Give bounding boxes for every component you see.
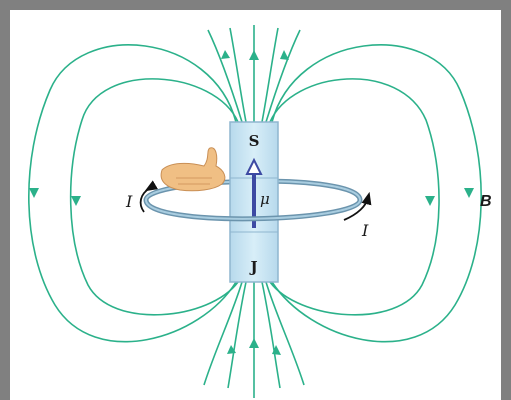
arrow-left-outer [29, 188, 39, 198]
field-label: B [480, 193, 492, 210]
field-line-left-inner-top [207, 29, 243, 123]
arrow-right-inner-top [280, 50, 289, 60]
arrow-center-bottom [249, 338, 259, 348]
arrow-left-inner-bottom [227, 345, 236, 354]
field-line-left-middle [69, 78, 239, 316]
arrow-right-outer [464, 188, 474, 198]
magnet-north-label: S [249, 132, 260, 150]
field-line-right-inner-bottom [265, 281, 305, 386]
field-line-right-inner-top [265, 29, 301, 123]
arrow-right-inner-bottom [272, 345, 281, 355]
field-line-left-outer [28, 44, 237, 343]
field-line-left-inner2-bottom [227, 281, 247, 389]
field-line-right-outer [271, 44, 482, 343]
moment-label: μ [260, 190, 270, 208]
field-line-left-inner-bottom [203, 281, 243, 386]
arrow-center-top [249, 50, 259, 60]
magnet-south-label: J [248, 258, 257, 276]
field-line-left-inner2-top [229, 27, 247, 123]
field-line-right-inner2-bottom [261, 281, 281, 389]
current-arrow-right [343, 191, 372, 221]
arrow-left-middle [71, 196, 81, 206]
current-label-right: I [361, 221, 369, 240]
right-hand-icon [160, 147, 226, 192]
field-line-right-inner2-top [261, 27, 279, 123]
current-arrow-left [139, 180, 158, 213]
field-line-right-middle [269, 78, 440, 316]
field-arrowheads [29, 50, 474, 355]
current-label-left: I [125, 192, 133, 211]
arrow-right-middle [425, 196, 435, 206]
arrow-left-inner-top [221, 50, 230, 59]
